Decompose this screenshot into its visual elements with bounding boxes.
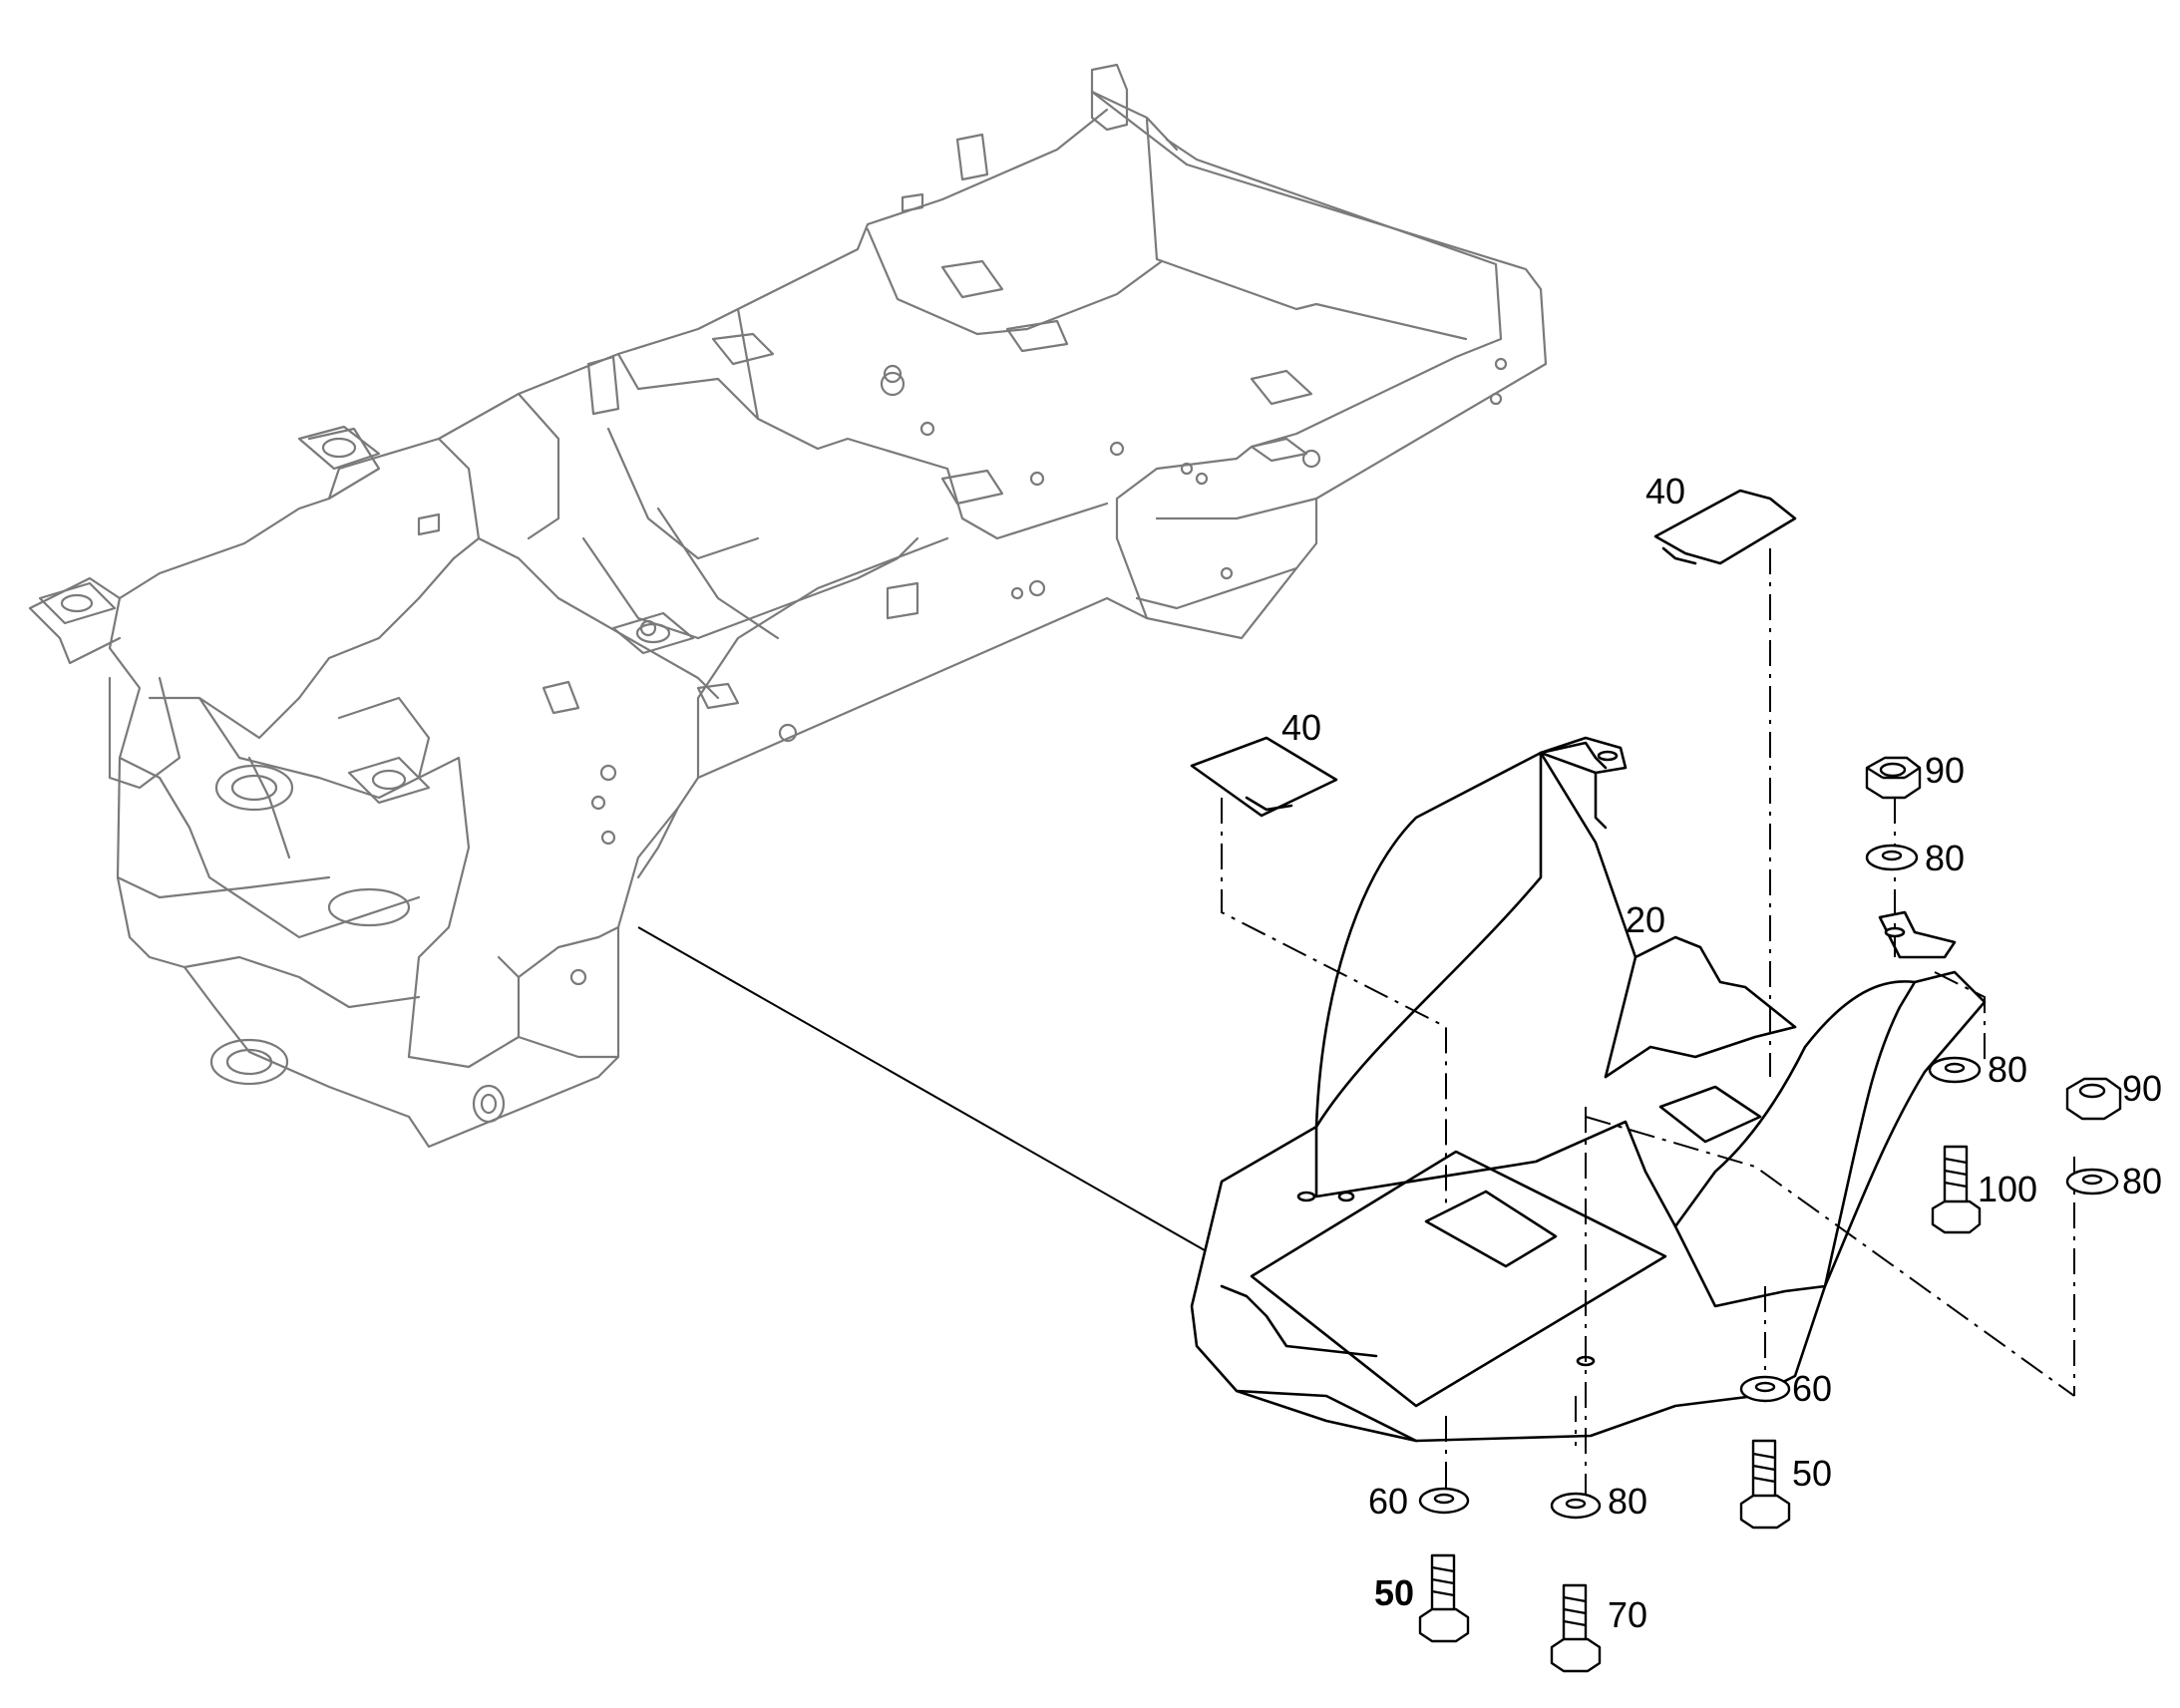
washer-60-right: [1739, 1375, 1791, 1403]
bolt-50-right: [1739, 1439, 1791, 1530]
callout-80-bottom: 80: [1608, 1481, 1647, 1522]
callout-80-top: 80: [1925, 838, 1965, 878]
bolt-70: [1550, 1583, 1602, 1673]
leader-lines: [1221, 548, 2075, 1506]
washer-80-bottom: [1550, 1492, 1602, 1520]
callout-50-bottom: 50: [1374, 1572, 1414, 1613]
washer-80-right: [2065, 1168, 2119, 1196]
callout-90-right: 90: [2122, 1068, 2162, 1109]
callout-70: 70: [1608, 1594, 1647, 1635]
washer-80-mid: [1928, 1056, 1982, 1084]
bolt-100: [1931, 1145, 1982, 1234]
washer-80-top: [1865, 844, 1919, 871]
bolt-50-bottom: [1418, 1553, 1470, 1643]
callout-80-mid: 80: [1988, 1049, 2027, 1090]
nut-90-right: [2065, 1077, 2122, 1121]
callout-80-right: 80: [2122, 1161, 2162, 1201]
nut-90-top: [1865, 756, 1922, 800]
cover-plate-top: [1653, 489, 1797, 565]
callout-60-bottom: 60: [1368, 1481, 1408, 1522]
cover-plate-left: [1190, 736, 1338, 818]
washer-60-bottom: [1418, 1487, 1470, 1515]
callout-90-top: 90: [1925, 750, 1965, 791]
callouts: 40 40 20 90 80 80 100 90 80 60 50 60 50 …: [1281, 471, 2162, 1635]
callout-20: 20: [1626, 899, 1665, 940]
callout-60-right: 60: [1792, 1368, 1832, 1409]
callout-100: 100: [1978, 1169, 2037, 1209]
main-frame: [28, 63, 1548, 1149]
callout-50-right: 50: [1792, 1453, 1832, 1494]
callout-40-top: 40: [1645, 471, 1685, 512]
callout-40-left: 40: [1281, 707, 1321, 748]
underbody-guard: [1190, 736, 1987, 1443]
